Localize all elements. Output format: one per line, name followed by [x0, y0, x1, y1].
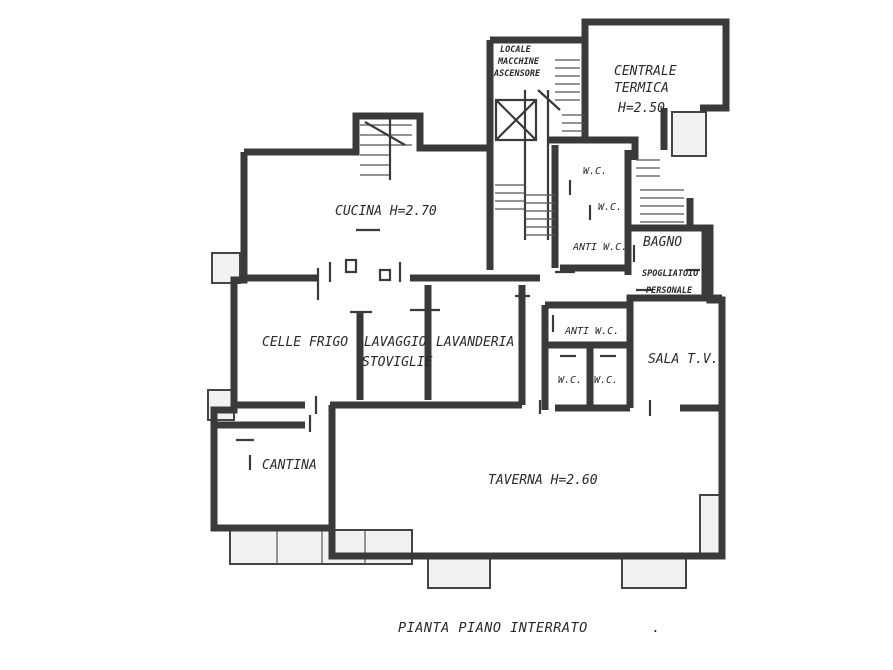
label-cantina: CANTINA [262, 458, 317, 473]
label-lavaggio-1: LAVAGGIO [364, 335, 427, 350]
exterior-wells [207, 111, 725, 589]
label-wc-1: W.C. [583, 166, 607, 177]
label-sala-tv: SALA T.V. [648, 352, 718, 367]
label-locale-3: ASCENSORE [493, 69, 541, 79]
label-spogliatoio-1: SPOGLIATOIO [642, 269, 698, 279]
label-lavanderia: LAVANDERIA [436, 335, 514, 350]
label-celle-frigo: CELLE FRIGO [262, 335, 348, 350]
label-centrale-1: CENTRALE [614, 64, 677, 79]
label-spogliatoio-2: PERSONALE [646, 286, 693, 296]
label-centrale-3: H=2.50 [617, 101, 665, 116]
caption-dot: . [652, 620, 661, 636]
plan-caption: PIANTA PIANO INTERRATO [398, 620, 588, 636]
label-locale-1: LOCALE [500, 45, 532, 55]
label-bagno: BAGNO [643, 235, 682, 250]
label-wc-3: W.C. [558, 375, 582, 386]
label-lavaggio-2: STOVIGLIE [362, 355, 433, 370]
stairs [360, 59, 684, 240]
label-taverna: TAVERNA H=2.60 [488, 473, 598, 488]
label-anti-wc-mid: ANTI W.C. [564, 326, 619, 337]
door-marks [236, 180, 705, 470]
elevator-shaft [494, 98, 538, 142]
label-locale-2: MACCHINE [497, 57, 540, 67]
label-wc-2: W.C. [598, 202, 622, 213]
label-cucina: CUCINA H=2.70 [335, 204, 437, 219]
walls [210, 18, 730, 560]
label-anti-wc-top: ANTI W.C. [572, 242, 627, 253]
room-labels: CUCINA H=2.70 CENTRALE TERMICA H=2.50 LO… [262, 45, 718, 488]
label-wc-4: W.C. [594, 375, 618, 386]
label-centrale-2: TERMICA [614, 81, 669, 96]
